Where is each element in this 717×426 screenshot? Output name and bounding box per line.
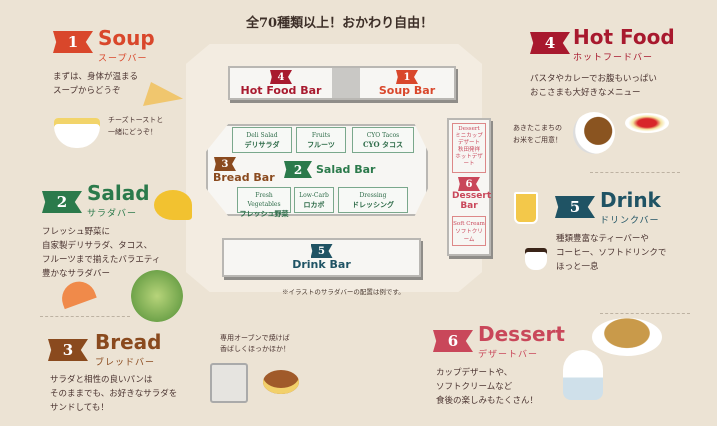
soup-flag: 1 (53, 31, 93, 53)
salad-bar-flag: 2 (284, 161, 312, 178)
hotfood-bar: 4 Hot Food Bar (230, 68, 332, 98)
soup-bar-label: Soup Bar (378, 84, 436, 97)
hotfood-description: パスタやカレーでお腹もいっぱい おこさまも大好きなメニュー (530, 74, 657, 98)
drink-description: 種類豊富なティーバーや コーヒー、ソフトドリンクで ほっと一息 (556, 234, 667, 272)
dessert-subtitle: デザートバー (478, 350, 539, 360)
drink-bar: 5 Drink Bar (222, 238, 421, 277)
bread-title: Bread (95, 330, 162, 354)
drink-subtitle: ドリンクバー (600, 216, 660, 226)
coffee-cup-icon (525, 248, 547, 270)
section-divider (600, 313, 690, 314)
bread-description: サラダと相性の良いパンは そのままでも、お好きなサラダを サンドしても！ (50, 375, 178, 413)
salad-heading: Salad サラダバー (87, 183, 150, 219)
bread-heading: Bread ブレッドバー (95, 332, 161, 368)
bread-flag: 3 (48, 339, 88, 361)
toaster-oven-icon (210, 363, 248, 403)
salad-subtitle: サラダバー (87, 209, 138, 219)
drink-bar-flag: 5 (310, 244, 333, 258)
counter-divider (332, 68, 360, 98)
hotfood-soup-counter: 4 Hot Food Bar 1 Soup Bar (228, 66, 456, 100)
toast-icon (143, 82, 183, 106)
salad-bowl-icon (131, 270, 183, 322)
soft-cream-icon (563, 350, 603, 400)
dessert-flag: 6 (433, 330, 473, 352)
hotfood-subtitle: ホットフードバー (573, 53, 654, 63)
pasta-plate-icon (625, 113, 669, 133)
soup-subtitle: スープバー (98, 54, 148, 64)
salad-description: フレッシュ野菜に 自家製デリサラダ、タコス、 フルーツまで揃えたバラエティ 豊か… (42, 227, 161, 279)
dessert-bar-label: Dessert Bar (452, 191, 492, 211)
section-divider (40, 316, 130, 317)
salad-bar-label: Salad Bar (316, 163, 376, 176)
hotfood-title: Hot Food (573, 25, 675, 49)
cake-plate-icon (592, 318, 662, 356)
section-divider (590, 172, 680, 173)
soup-bar-flag: 1 (396, 70, 418, 84)
soup-bar: 1 Soup Bar (360, 68, 454, 98)
dessert-title: Dessert (478, 322, 565, 346)
hotfood-bar-label: Hot Food Bar (240, 84, 322, 97)
drink-heading: Drink ドリンクバー (600, 190, 661, 226)
orange-slice-icon (57, 276, 97, 310)
hotfood-aside: あきたこまちの お米をご用意！ (513, 124, 562, 144)
soup-aside: チーズトーストと 一緒にどうぞ！ (108, 116, 164, 136)
headline: 全70種類以上！おかわり自由！ (246, 16, 434, 31)
soup-title: Soup (98, 26, 155, 50)
salad-flag: 2 (42, 191, 82, 213)
soup-cup-icon (54, 118, 100, 148)
salad-title: Salad (87, 181, 150, 205)
soup-description: まずは、身体が温まる スープからどうぞ (53, 72, 139, 96)
bread-bar-label: Bread Bar (213, 171, 275, 184)
soup-heading: Soup スープバー (98, 28, 155, 64)
hotfood-heading: Hot Food ホットフードバー (573, 27, 675, 63)
dessert-bar-flag: 6 (458, 177, 480, 191)
bread-subtitle: ブレッドバー (95, 358, 156, 368)
drink-bar-label: Drink Bar (292, 258, 351, 271)
hotfood-flag: 4 (530, 32, 570, 54)
taco-icon (154, 190, 192, 220)
map-note: ※イラストのサラダバーの配置は例です。 (282, 288, 405, 296)
dessert-heading: Dessert デザートバー (478, 324, 565, 360)
bread-icon (263, 370, 299, 394)
curry-plate-icon (573, 112, 615, 154)
drink-title: Drink (600, 188, 661, 212)
bread-bar-flag: 3 (214, 157, 236, 171)
juice-glass-icon (514, 192, 538, 224)
dessert-description: カップデザートや、 ソフトクリームなど 食後の楽しみもたくさん！ (436, 368, 539, 406)
drink-flag: 5 (555, 196, 595, 218)
hotfood-bar-flag: 4 (270, 70, 292, 84)
bread-aside: 専用オーブンで焼けば 香ばしくほっかほか！ (220, 334, 290, 353)
